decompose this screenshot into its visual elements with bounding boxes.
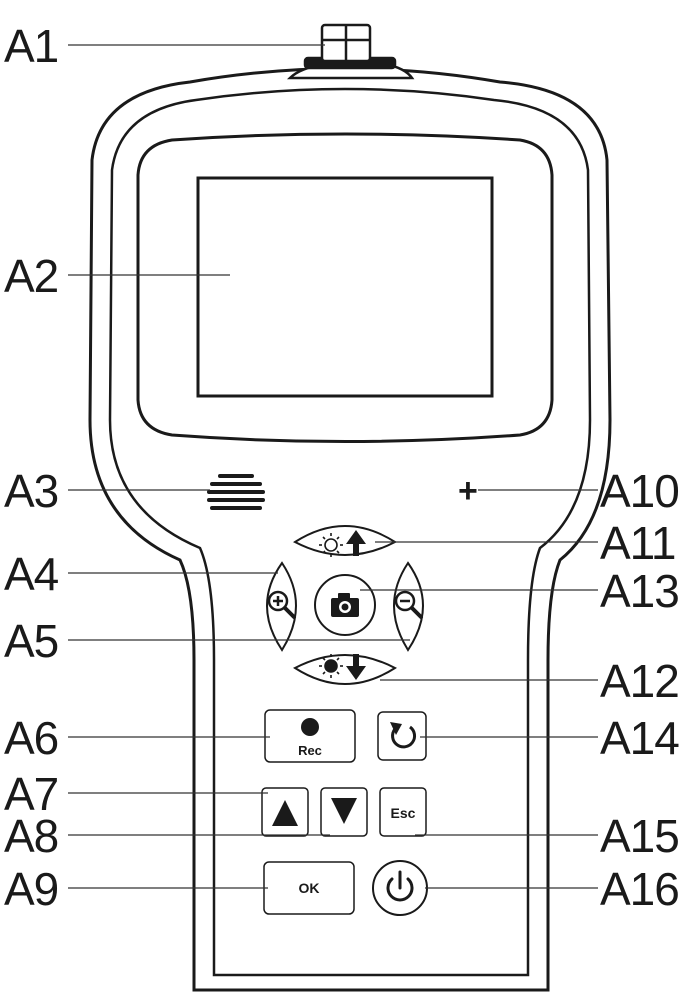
label-a9: A9	[4, 863, 58, 915]
label-a1: A1	[4, 20, 58, 72]
label-a4: A4	[4, 548, 59, 600]
top-connector	[286, 23, 415, 80]
label-a3: A3	[4, 465, 58, 517]
callout-labels: A1 A2 A3 A4 A5 A6 A7 A8 A9 A10 A11 A13 A…	[4, 20, 680, 915]
sun-outline-icon	[319, 533, 343, 557]
rotate-icon	[391, 725, 417, 749]
speaker-grille	[207, 474, 265, 510]
power-button[interactable]	[372, 860, 428, 916]
zoom-in-icon	[267, 590, 296, 619]
rotate-button[interactable]	[377, 711, 427, 761]
label-a6: A6	[4, 712, 58, 764]
label-a10: A10	[600, 465, 679, 517]
esc-button-label: Esc	[391, 805, 416, 821]
zoom-out-icon	[394, 590, 423, 619]
down-button[interactable]	[320, 787, 368, 837]
brightness-down-button[interactable]	[293, 654, 397, 685]
dpad[interactable]	[266, 525, 424, 685]
label-a5: A5	[4, 615, 58, 667]
record-button-label: Rec	[298, 743, 322, 758]
triangle-up-icon	[272, 800, 298, 826]
triangle-down-icon	[331, 798, 357, 824]
power-icon	[386, 877, 414, 902]
arrow-down-icon	[346, 654, 366, 680]
camera-icon	[331, 593, 359, 617]
brightness-up-button[interactable]	[293, 525, 397, 556]
label-a14: A14	[600, 712, 679, 764]
device-body	[88, 67, 612, 992]
ok-button-label: OK	[299, 880, 320, 896]
up-button[interactable]	[261, 787, 309, 837]
outer-shell	[88, 67, 612, 992]
ok-button[interactable]: OK	[263, 861, 355, 915]
sun-filled-icon	[319, 654, 343, 678]
screen-bezel	[136, 132, 554, 443]
zoom-out-button[interactable]	[393, 561, 424, 652]
zoom-in-button[interactable]	[266, 561, 297, 652]
label-a8: A8	[4, 810, 58, 862]
arrow-up-icon	[346, 530, 366, 556]
label-a15: A15	[600, 810, 679, 862]
label-a11: A11	[600, 517, 675, 569]
esc-button[interactable]: Esc	[379, 787, 427, 837]
label-a12: A12	[600, 655, 679, 707]
record-button[interactable]: Rec	[264, 709, 356, 763]
label-a16: A16	[600, 863, 679, 915]
inner-shell	[108, 87, 592, 977]
label-a2: A2	[4, 250, 58, 302]
label-a7: A7	[4, 768, 58, 820]
label-a13: A13	[600, 565, 679, 617]
lcd-screen	[196, 176, 494, 398]
plus-icon: +	[458, 472, 478, 510]
record-dot-icon	[301, 718, 319, 736]
leader-lines	[68, 44, 598, 889]
